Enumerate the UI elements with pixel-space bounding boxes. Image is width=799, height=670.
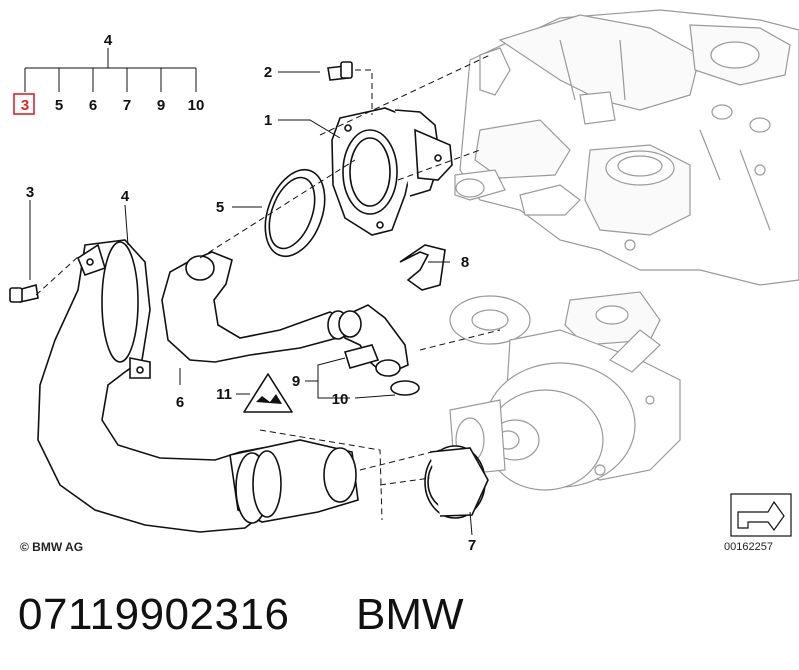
- callout-7[interactable]: 7: [468, 537, 476, 554]
- parts-diagram: 4 3 5 6 7 9 10 2 1 3 4 5 8 9 11 10 6 7: [9, 9, 799, 554]
- part-number: 07119902316: [18, 590, 290, 639]
- leader-lines: [29, 71, 473, 536]
- legend-child-9[interactable]: 9: [157, 97, 165, 114]
- callout-10[interactable]: 10: [332, 391, 349, 408]
- part-7-seal: [424, 445, 489, 519]
- copyright-text: © BMW AG: [20, 540, 84, 554]
- alignment-lines: [35, 54, 501, 521]
- brand-name: BMW: [356, 590, 464, 639]
- callout-5[interactable]: 5: [216, 199, 224, 216]
- legend-highlight-box: [13, 93, 35, 115]
- coupling-sleeve: [229, 439, 359, 524]
- legend-child-7[interactable]: 7: [123, 97, 131, 114]
- part-10-seal-ring: [390, 380, 420, 396]
- callout-6[interactable]: 6: [176, 394, 184, 411]
- connector-pipe: [338, 304, 409, 377]
- turbocharger-illustration: [449, 291, 681, 491]
- engine-block-illustration: [454, 9, 799, 286]
- legend-tree: [24, 48, 197, 92]
- part-5-gasket: [264, 168, 326, 258]
- part-2-bolt: [327, 61, 353, 81]
- callout-1[interactable]: 1: [264, 112, 272, 129]
- part-3-bolt: [9, 283, 39, 303]
- reference-code: 00162257: [724, 541, 773, 553]
- legend-child-6[interactable]: 6: [89, 97, 97, 114]
- part-8-clip: [399, 244, 446, 291]
- legend-child-5[interactable]: 5: [55, 97, 63, 114]
- callout-3[interactable]: 3: [26, 184, 34, 201]
- part-4-charge-air-pipe: [37, 239, 271, 533]
- legend-child-3[interactable]: 3: [21, 97, 29, 114]
- part-6-hose: [161, 251, 349, 363]
- callout-9[interactable]: 9: [292, 373, 300, 390]
- reference-arrow-icon: [730, 493, 792, 537]
- callout-4[interactable]: 4: [121, 188, 130, 205]
- callout-2[interactable]: 2: [264, 64, 272, 81]
- callout-11[interactable]: 11: [216, 386, 232, 403]
- callout-8[interactable]: 8: [461, 254, 469, 271]
- part-1-throttle-housing: [331, 107, 453, 236]
- part-11-warning-label: [243, 373, 293, 413]
- legend-child-10[interactable]: 10: [188, 97, 205, 114]
- legend-parent: 4: [104, 32, 113, 49]
